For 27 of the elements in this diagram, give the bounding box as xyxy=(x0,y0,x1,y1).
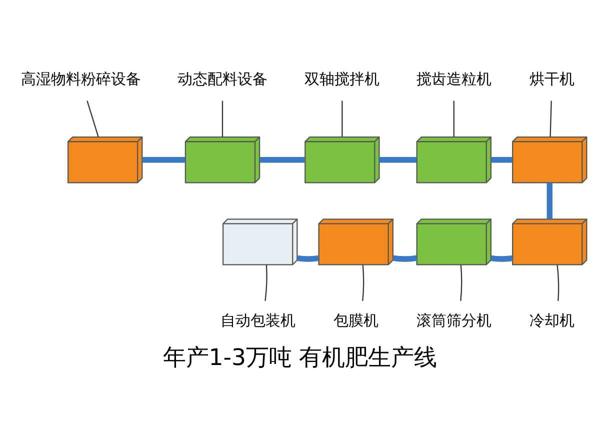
connector xyxy=(142,156,186,162)
connector xyxy=(490,254,513,262)
connector xyxy=(453,100,454,136)
connector xyxy=(379,156,417,162)
connector xyxy=(550,100,552,136)
connector xyxy=(491,156,512,162)
node-text: 烘干机 xyxy=(529,70,574,88)
node-text: 搅齿造粒机 xyxy=(416,70,492,88)
connector xyxy=(546,182,552,219)
connector xyxy=(460,264,462,300)
node-text: 自动包装机 xyxy=(220,312,296,330)
node-text: 滚筒筛分机 xyxy=(416,312,492,330)
connector xyxy=(264,264,268,300)
node-text: 动态配料设备 xyxy=(177,70,268,88)
connector xyxy=(222,100,224,136)
node-text: 双轴搅拌机 xyxy=(304,70,380,88)
connector xyxy=(556,264,560,300)
node-text: 包膜机 xyxy=(333,312,378,330)
connector xyxy=(297,254,319,262)
connector xyxy=(392,254,418,262)
connector xyxy=(362,264,364,300)
node-text: 高湿物料粉碎设备 xyxy=(21,70,142,88)
diagram-title: 年产1-3万吨 有机肥生产线 xyxy=(162,344,438,371)
connector xyxy=(86,100,99,136)
connector xyxy=(260,156,305,162)
connector xyxy=(342,100,343,136)
node-text: 冷却机 xyxy=(529,312,574,330)
